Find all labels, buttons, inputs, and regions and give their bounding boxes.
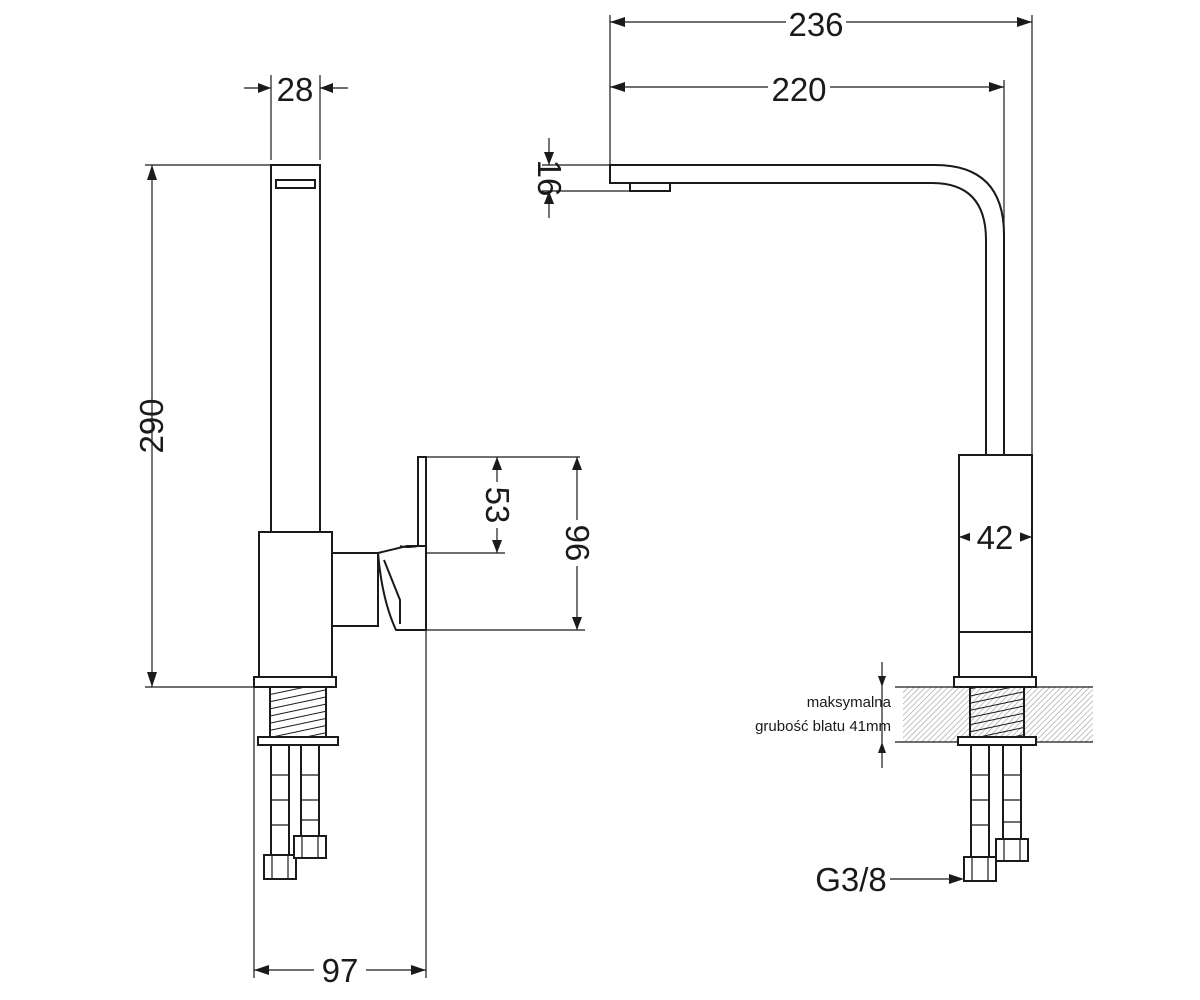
side-spout xyxy=(270,164,321,533)
front-thread xyxy=(969,686,1025,738)
max-thickness-line1: maksymalna xyxy=(807,694,892,711)
front-hose-left xyxy=(970,744,990,858)
side-nut xyxy=(257,736,339,746)
side-hose-right-fitting xyxy=(293,835,327,859)
side-handle-neck xyxy=(331,552,379,627)
side-spout-outlet xyxy=(275,179,316,189)
front-spout-outlet xyxy=(629,182,671,192)
side-thread xyxy=(269,686,327,738)
side-base xyxy=(253,676,337,688)
side-handle xyxy=(377,456,427,631)
dim-236: 236 xyxy=(788,6,843,43)
front-spout xyxy=(609,164,1005,456)
front-hose-right-fitting xyxy=(995,838,1029,862)
side-body xyxy=(258,531,333,678)
thread-label: G3/8 xyxy=(815,861,887,898)
front-body xyxy=(958,454,1033,678)
side-hose-left-fitting xyxy=(263,854,297,880)
dim-28: 28 xyxy=(277,71,314,108)
front-view: 236 220 16 42 maksymalna grubość blatu 4… xyxy=(531,4,1093,898)
front-hose-left-fitting xyxy=(963,856,997,882)
front-base xyxy=(953,676,1037,688)
dim-290: 290 xyxy=(133,398,170,453)
side-hose-right xyxy=(300,744,320,838)
dim-97: 97 xyxy=(322,952,359,989)
dim-42: 42 xyxy=(977,519,1014,556)
side-view: 28 290 97 53 96 xyxy=(133,71,596,989)
dim-220: 220 xyxy=(771,71,826,108)
dim-16: 16 xyxy=(531,160,568,197)
front-hose-right xyxy=(1002,744,1022,840)
front-nut xyxy=(957,736,1037,746)
max-thickness-line2: grubość blatu 41mm xyxy=(755,718,891,735)
dim-53: 53 xyxy=(479,487,516,524)
dim-96: 96 xyxy=(559,525,596,562)
